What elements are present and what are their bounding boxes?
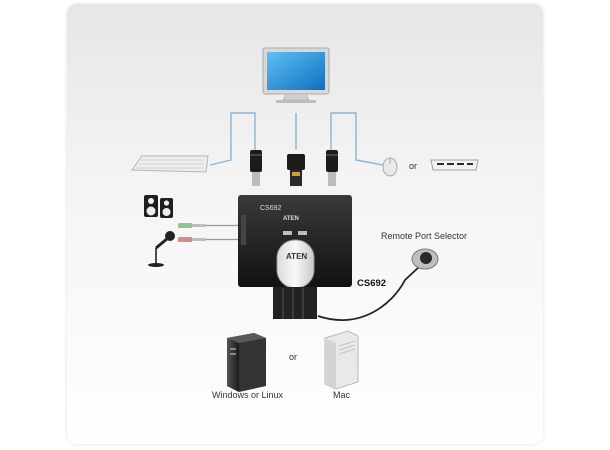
device-brand: ATEN xyxy=(286,252,307,261)
mac-tower-icon xyxy=(324,330,359,390)
monitor-icon xyxy=(262,47,330,103)
mac-label: Mac xyxy=(333,390,351,400)
speaker-jack-icon xyxy=(178,223,238,228)
mic-jack-icon xyxy=(178,237,238,242)
usb-hub-icon xyxy=(430,159,479,171)
remote-port-selector-label: Remote Port Selector xyxy=(381,231,468,241)
mouse-icon xyxy=(382,157,398,177)
or-computers-label: or xyxy=(289,352,298,362)
windows-linux-label: Windows or Linux xyxy=(212,390,284,400)
windows-pc-tower-icon xyxy=(227,333,266,392)
device-brand-small: ATEN xyxy=(283,216,299,222)
model-label: CS692 xyxy=(357,278,387,289)
usb-plug-icon xyxy=(326,150,338,186)
usb-plug-icon xyxy=(250,150,262,186)
kvm-switch-device: CS692 ATEN ATEN xyxy=(238,195,352,319)
cable-lines xyxy=(209,112,384,166)
remote-port-selector-icon xyxy=(317,248,439,321)
dvi-plug-icon xyxy=(287,154,305,186)
keyboard-icon xyxy=(131,155,209,173)
speakers-icon xyxy=(144,195,173,218)
microphone-icon xyxy=(148,231,175,267)
or-peripherals-label: or xyxy=(409,161,418,171)
device-model-small: CS692 xyxy=(260,205,282,212)
